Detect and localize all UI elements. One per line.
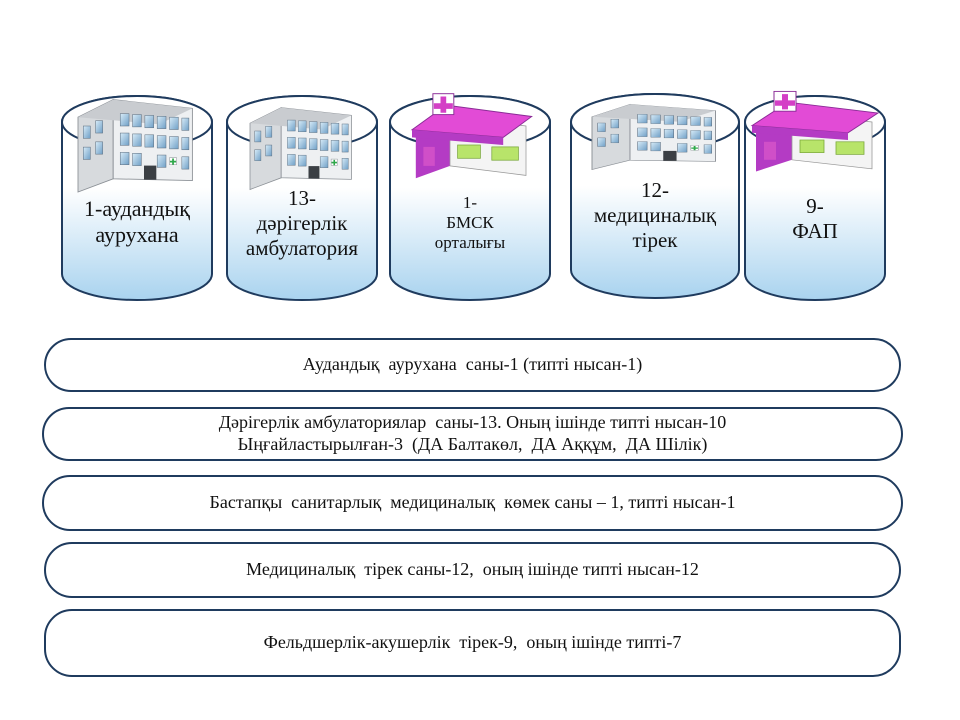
info-bar-district-hospital: Аудандық аурухана саны-1 (типті нысан-1)	[44, 338, 901, 392]
info-bar-fap: Фельдшерлік-акушерлік тірек-9, оның ішін…	[44, 609, 901, 677]
info-bar-text-2: Ыңғайластырылған-3 (ДА Балтакөл, ДА Аққұ…	[237, 434, 708, 454]
cylinder-3	[389, 93, 551, 301]
info-bar-text: Дәрігерлік амбулаториялар саны-13. Оның …	[218, 412, 727, 433]
cylinder-label-5: 9- ФАП	[792, 194, 838, 243]
cylinder-label-2: 13- дәрігерлік амбулатория	[245, 186, 359, 260]
info-bar-text: Аудандық аурухана саны-1 (типті нысан-1)	[302, 354, 643, 375]
hospital-building-icon	[591, 103, 716, 170]
info-bar-text: Бастапқы санитарлық медициналық көмек са…	[209, 492, 736, 513]
info-bar-medical-points: Медициналық тірек саны-12, оның ішінде т…	[44, 542, 901, 598]
cylinder-label-4: 12- медициналық тірек	[593, 178, 717, 252]
cylinder-2	[226, 95, 378, 301]
info-bar-primary-care: Бастапқы санитарлық медициналық көмек са…	[42, 475, 903, 531]
hospital-building-icon	[77, 99, 193, 193]
info-bar-ambulatories: Дәрігерлік амбулаториялар саны-13. Оның …	[42, 407, 903, 461]
info-bar-text: Медициналық тірек саны-12, оның ішінде т…	[246, 559, 699, 580]
cylinders-diagram	[61, 90, 886, 301]
cylinder-label-3: 1- БМСК орталығы	[434, 193, 506, 253]
cylinder-1	[61, 95, 213, 301]
cylinder-4	[570, 93, 740, 299]
cylinder-label-1: 1-аудандық аурухана	[84, 196, 190, 247]
info-bar-text: Фельдшерлік-акушерлік тірек-9, оның ішін…	[263, 632, 682, 653]
cylinder-5	[744, 90, 886, 301]
hospital-building-icon	[249, 107, 352, 190]
